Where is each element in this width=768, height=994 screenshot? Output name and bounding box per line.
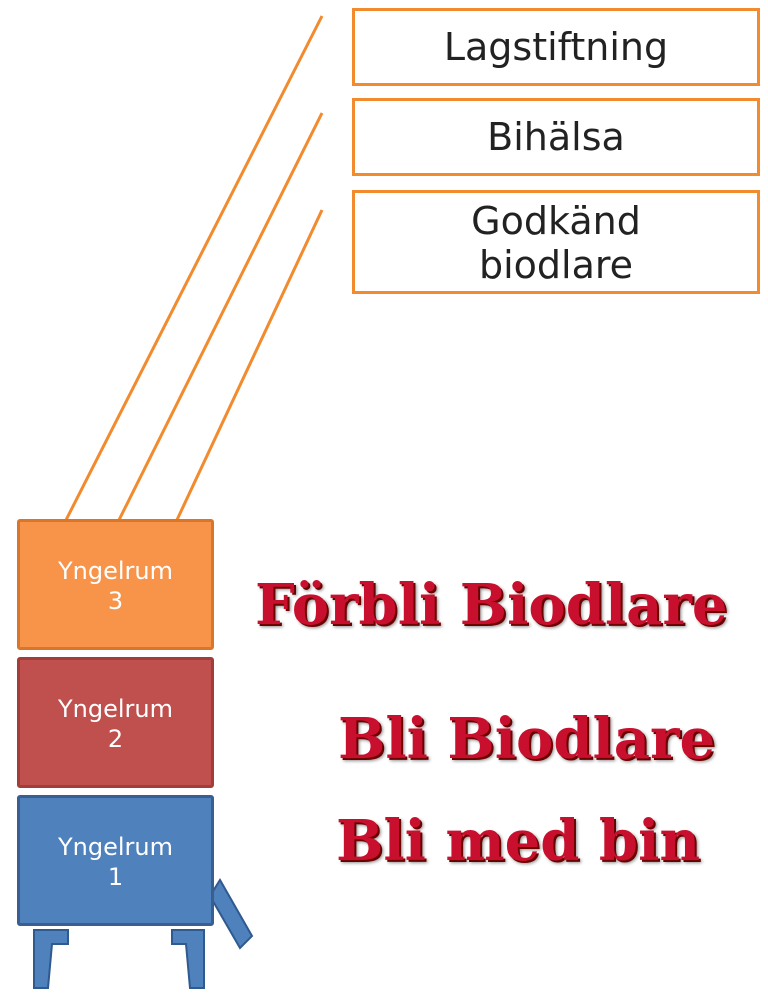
hive-box-3-label: Yngelrum — [58, 557, 173, 585]
hive-box-1-number: 1 — [107, 863, 124, 891]
box-godkand-label-line1: Godkänd — [471, 199, 641, 243]
text-bli-med-bin: Bli med bin — [336, 808, 701, 874]
connector-line-bihalsa — [116, 112, 324, 523]
hive-box-yngelrum-1: Yngelrum 1 — [17, 795, 214, 926]
box-lagstiftning-label: Lagstiftning — [443, 25, 669, 69]
stand-leg-right — [171, 929, 205, 989]
box-godkand-biodlare: Godkänd biodlare — [352, 190, 760, 294]
hive-box-yngelrum-3: Yngelrum 3 — [17, 519, 214, 650]
hive-box-3-number: 3 — [107, 587, 124, 615]
connector-line-godkand — [174, 209, 324, 523]
stand-handle — [208, 878, 254, 950]
connector-line-lagstiftning — [63, 15, 324, 523]
box-godkand-label-line2: biodlare — [478, 243, 634, 287]
box-bihalsa-label: Bihälsa — [487, 115, 625, 159]
box-bihalsa: Bihälsa — [352, 98, 760, 176]
text-bli-biodlare: Bli Biodlare — [338, 706, 716, 772]
hive-box-2-number: 2 — [107, 725, 124, 753]
stand-leg-left — [33, 929, 69, 989]
hive-box-yngelrum-2: Yngelrum 2 — [17, 657, 214, 788]
box-lagstiftning: Lagstiftning — [352, 8, 760, 86]
hive-box-1-label: Yngelrum — [58, 833, 173, 861]
hive-box-2-label: Yngelrum — [58, 695, 173, 723]
text-forbli-biodlare: Förbli Biodlare — [255, 572, 728, 638]
